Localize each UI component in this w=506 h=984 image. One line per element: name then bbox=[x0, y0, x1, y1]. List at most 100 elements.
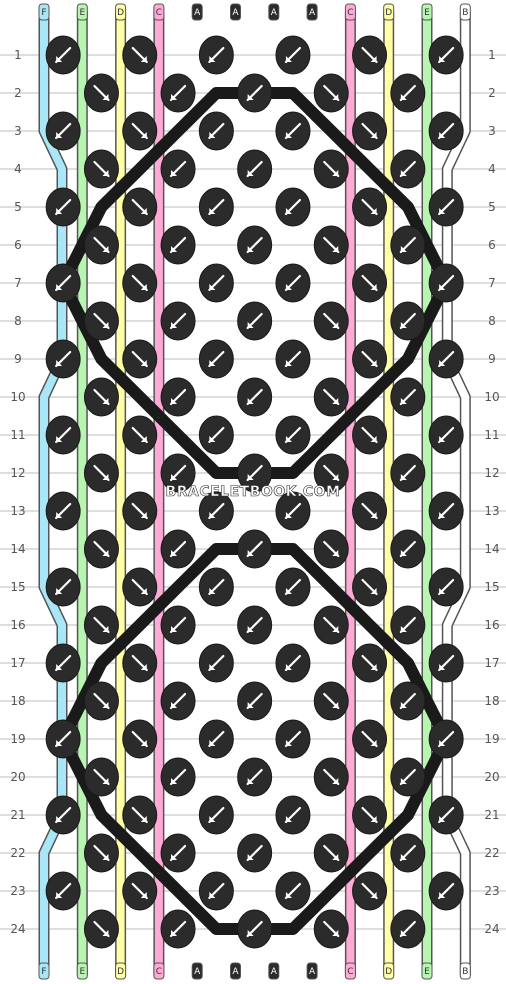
bottom-strand-tag-letter: C bbox=[156, 967, 162, 977]
knot bbox=[45, 567, 81, 607]
top-strand-tag-box bbox=[421, 3, 433, 21]
knot bbox=[428, 795, 464, 835]
arrow-head-icon bbox=[439, 436, 446, 442]
arrow-head-icon bbox=[140, 892, 147, 898]
knot bbox=[313, 225, 349, 265]
row-label-left: 4 bbox=[14, 162, 22, 176]
arrow-head-icon bbox=[247, 94, 254, 100]
arrow-head-icon bbox=[140, 360, 147, 366]
knot bbox=[83, 757, 119, 797]
knot bbox=[160, 757, 196, 797]
arrow-head-icon bbox=[140, 132, 147, 138]
row-label-right: 8 bbox=[488, 314, 496, 328]
knot bbox=[352, 491, 388, 531]
arrow-head-icon bbox=[102, 94, 109, 100]
knot bbox=[160, 681, 196, 721]
row-label-left: 23 bbox=[10, 884, 25, 898]
arrow-head-icon bbox=[140, 208, 147, 214]
row-label-left: 8 bbox=[14, 314, 22, 328]
knot bbox=[83, 605, 119, 645]
bottom-strand-tag-letter: E bbox=[79, 967, 85, 977]
arrow-head-icon bbox=[102, 854, 109, 860]
bottom-strand-tag-letter: F bbox=[41, 967, 46, 977]
knot bbox=[428, 263, 464, 303]
knot bbox=[352, 111, 388, 151]
row-label-right: 9 bbox=[488, 352, 496, 366]
bottom-strand-tag-box bbox=[306, 962, 318, 980]
arrow-head-icon bbox=[209, 132, 216, 138]
arrow-head-icon bbox=[400, 398, 407, 404]
arrow-head-icon bbox=[332, 474, 339, 480]
row-label-left: 3 bbox=[14, 124, 22, 138]
arrow-head-icon bbox=[209, 208, 216, 214]
row-label-right: 22 bbox=[484, 846, 499, 860]
top-strand-tag-letter: E bbox=[424, 8, 430, 18]
arrow-head-icon bbox=[439, 512, 446, 518]
knot bbox=[122, 35, 158, 75]
knot bbox=[275, 491, 311, 531]
knot bbox=[313, 681, 349, 721]
row-label-left: 21 bbox=[10, 808, 25, 822]
row-label-right: 21 bbox=[484, 808, 499, 822]
bottom-strand-tag: A bbox=[306, 962, 318, 980]
knot bbox=[45, 643, 81, 683]
top-strand-tag: A bbox=[230, 3, 241, 21]
bottom-strand-tag-box bbox=[268, 962, 280, 980]
arrow-head-icon bbox=[285, 56, 292, 62]
knot bbox=[313, 453, 349, 493]
knot bbox=[313, 757, 349, 797]
bottom-strand-tag-letter: E bbox=[424, 967, 430, 977]
arrow-head-icon bbox=[400, 550, 407, 556]
knot bbox=[160, 605, 196, 645]
arrow-head-icon bbox=[171, 398, 178, 404]
top-strand-tag: D bbox=[115, 3, 127, 21]
knot bbox=[428, 339, 464, 379]
top-strand-tag-box bbox=[230, 3, 241, 21]
knot bbox=[352, 719, 388, 759]
bottom-strand-tag: C bbox=[344, 962, 356, 980]
row-label-left: 5 bbox=[14, 200, 22, 214]
knot bbox=[390, 605, 426, 645]
row-label-left: 13 bbox=[10, 504, 25, 518]
row-label-right: 5 bbox=[488, 200, 496, 214]
row-label-right: 15 bbox=[484, 580, 499, 594]
bottom-strand-tag: E bbox=[76, 962, 88, 980]
row-label-left: 1 bbox=[14, 48, 22, 62]
top-strand-tag-box bbox=[459, 3, 471, 21]
top-strand-tag-letter: D bbox=[385, 8, 392, 18]
arrow-head-icon bbox=[285, 740, 292, 746]
site-watermark: BRACELETBOOK.COM bbox=[166, 484, 341, 500]
arrow-head-icon bbox=[102, 322, 109, 328]
knot bbox=[390, 681, 426, 721]
knot bbox=[198, 795, 234, 835]
bottom-strand-tag-letter: B bbox=[462, 967, 468, 977]
knot bbox=[275, 339, 311, 379]
bottom-strand-tag-box bbox=[191, 962, 203, 980]
arrow-head-icon bbox=[332, 930, 339, 936]
knot bbox=[390, 225, 426, 265]
top-strand-tag-box bbox=[268, 3, 280, 21]
bottom-strand-tag: E bbox=[421, 962, 433, 980]
arrow-head-icon bbox=[140, 664, 147, 670]
row-label-right: 6 bbox=[488, 238, 496, 252]
knot bbox=[83, 909, 119, 949]
knot bbox=[313, 833, 349, 873]
bottom-strand-tag-box bbox=[383, 962, 395, 980]
knot bbox=[313, 605, 349, 645]
row-label-left: 22 bbox=[10, 846, 25, 860]
arrow-head-icon bbox=[285, 360, 292, 366]
knot bbox=[160, 529, 196, 569]
row-label-right: 16 bbox=[484, 618, 499, 632]
arrow-head-icon bbox=[171, 474, 178, 480]
arrow-head-icon bbox=[209, 816, 216, 822]
arrow-head-icon bbox=[140, 56, 147, 62]
arrow-head-icon bbox=[400, 702, 407, 708]
knot bbox=[45, 871, 81, 911]
arrow-head-icon bbox=[332, 702, 339, 708]
knot bbox=[313, 149, 349, 189]
row-label-right: 11 bbox=[484, 428, 499, 442]
knot bbox=[160, 301, 196, 341]
arrow-head-icon bbox=[439, 284, 446, 290]
knot bbox=[313, 301, 349, 341]
